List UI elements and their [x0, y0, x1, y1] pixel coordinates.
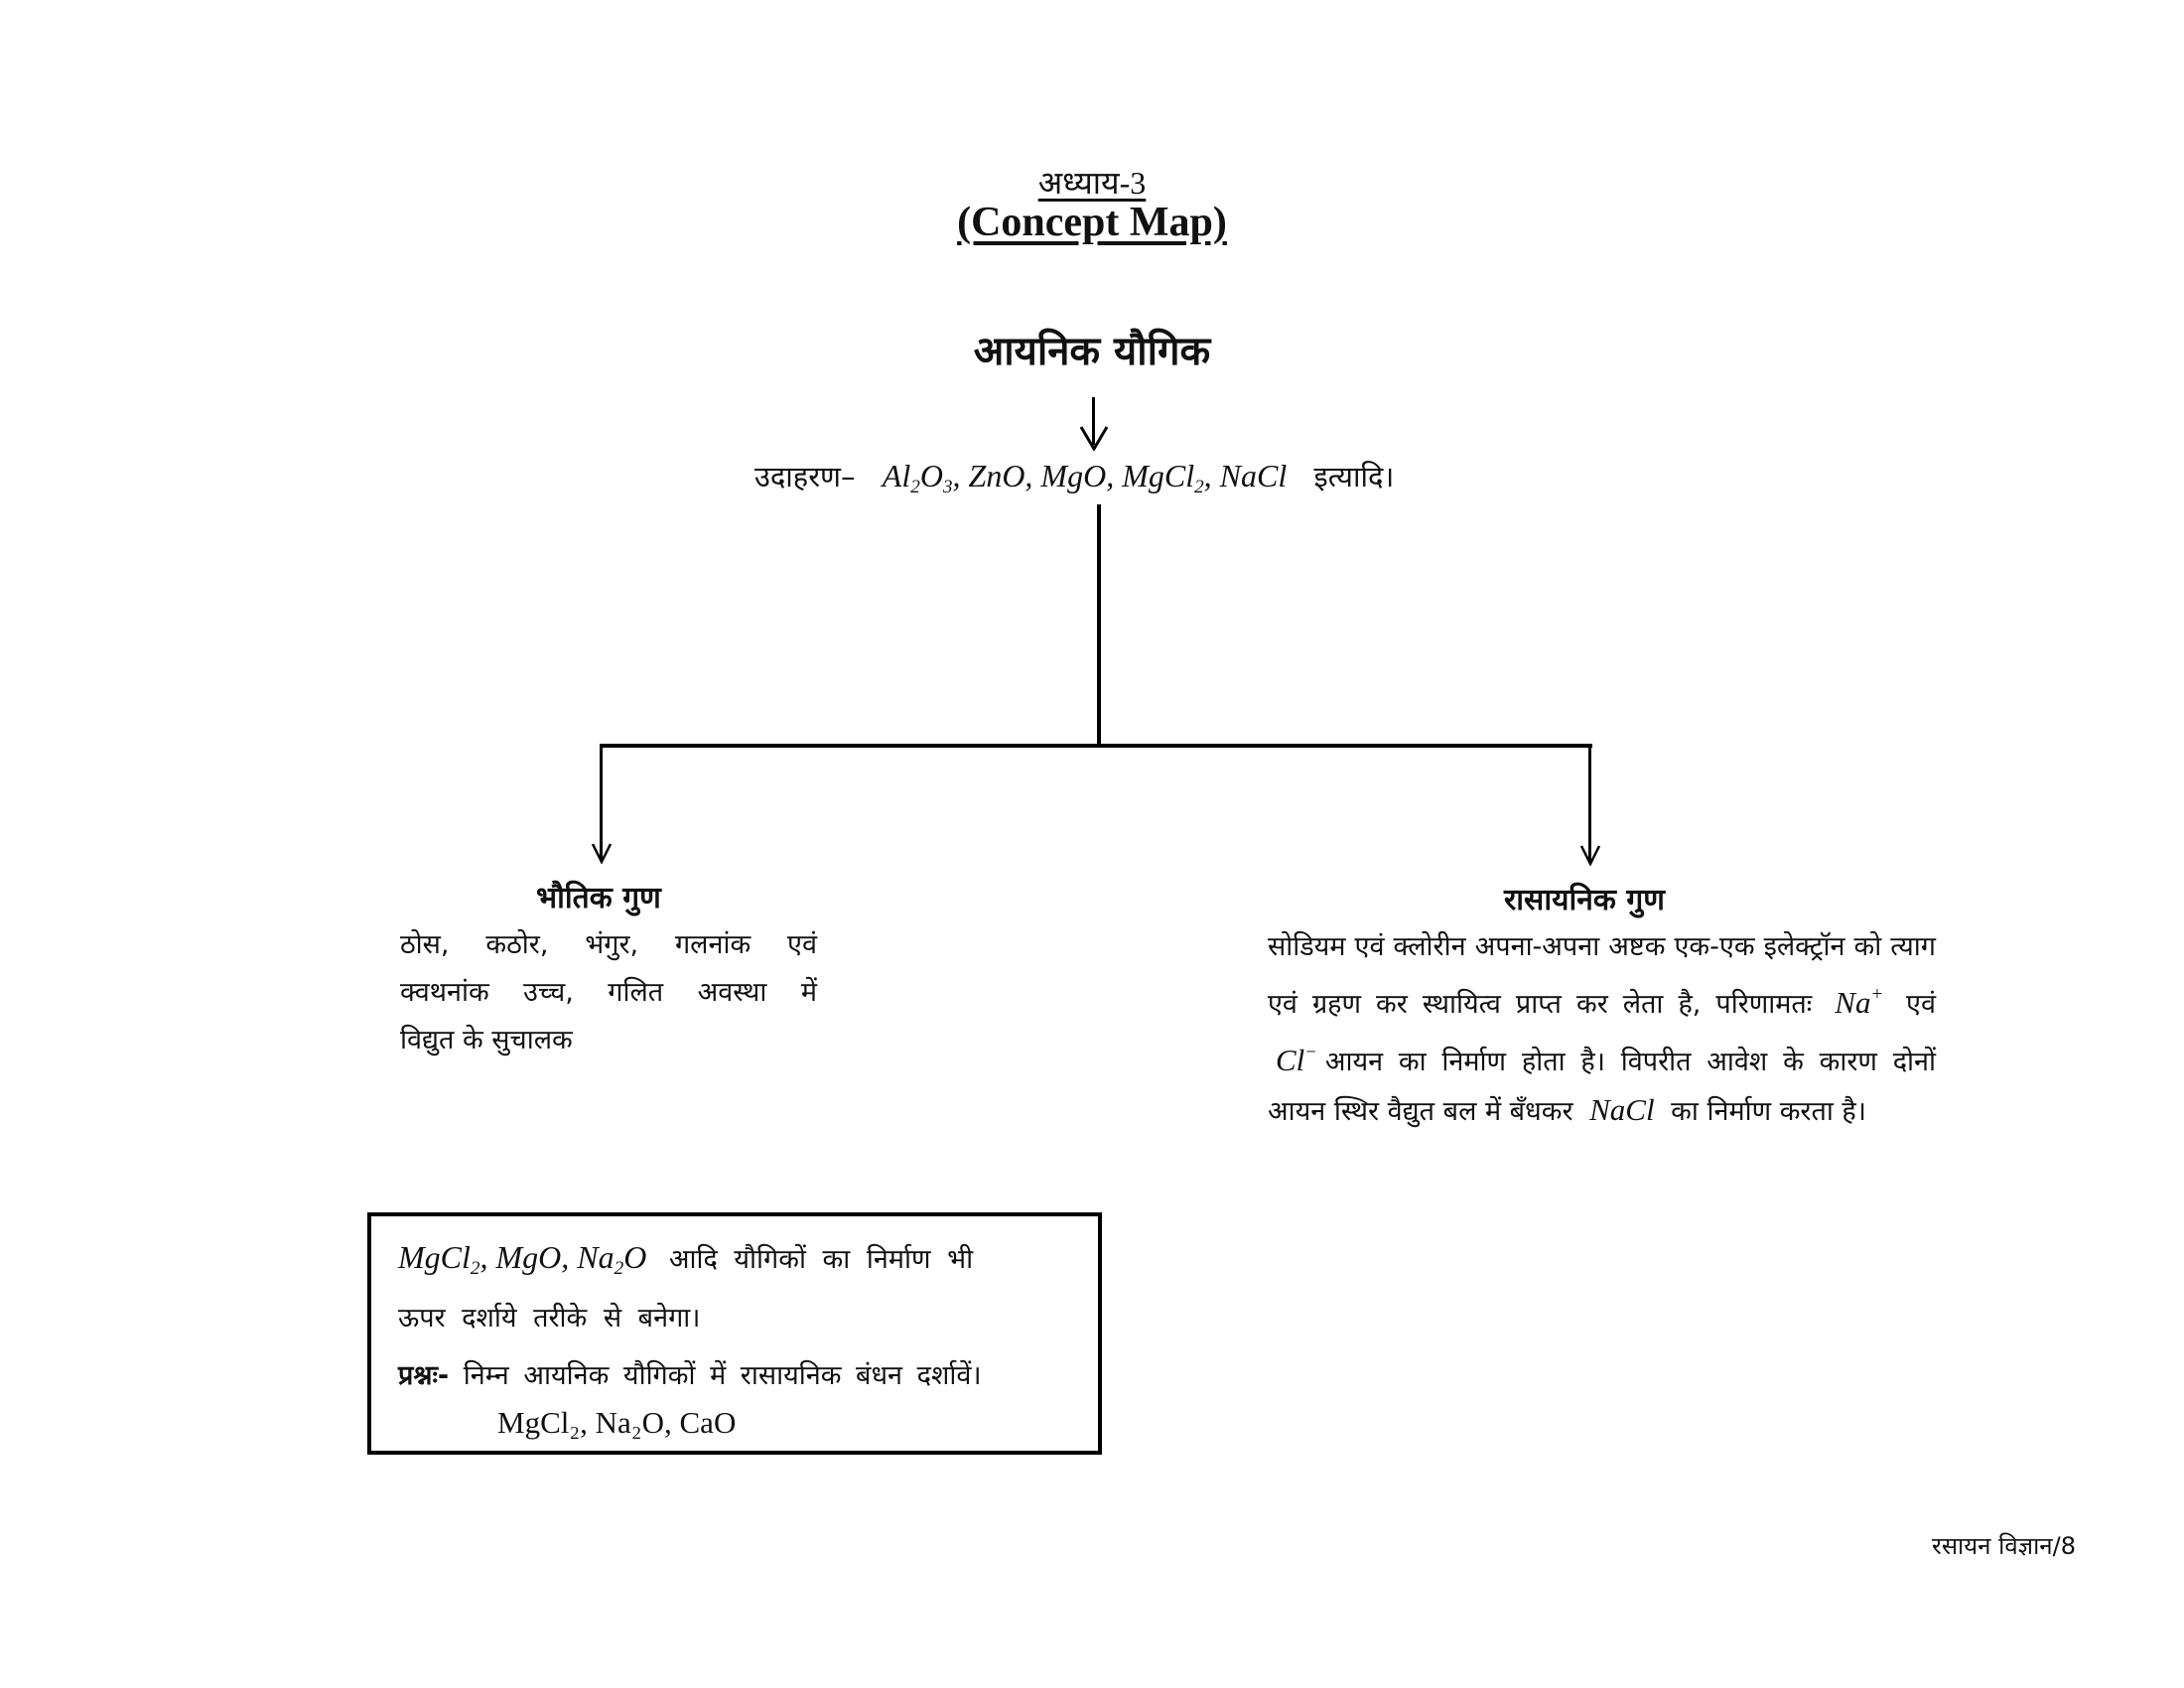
formula-mgcl2-subscript: 2: [470, 1257, 480, 1279]
sodium-ion-symbol: Na: [1835, 985, 1871, 1021]
example-formulas: Al2O3, ZnO, MgO, MgCl2, NaCl: [882, 458, 1288, 497]
root-node-title: आयनिक यौगिक: [973, 329, 1211, 374]
page-title: (Concept Map): [0, 199, 2184, 246]
chemical-text-part-3: का निर्माण करता है।: [1671, 1096, 1867, 1128]
examples-line: उदाहरण– Al2O3, ZnO, MgO, MgCl2, NaCl इत्…: [754, 457, 1394, 498]
note-line-1-text: आदि यौगिकों का निर्माण भी: [668, 1244, 974, 1275]
chemical-properties-title: रासायनिक गुण: [1504, 883, 1665, 917]
chloride-ion-symbol: Cl: [1276, 1043, 1305, 1078]
question-text: निम्न आयनिक यौगिकों में रासायनिक बंधन दर…: [463, 1359, 982, 1391]
chloride-ion-charge: −: [1304, 1042, 1317, 1063]
formula-na2o-subscript: 2: [614, 1257, 624, 1279]
page-number: 8: [2060, 1532, 2076, 1560]
chloride-ion: Cl−: [1276, 1042, 1317, 1078]
concept-map-title: (Concept Map): [957, 200, 1227, 245]
sodium-ion-charge: +: [1870, 984, 1884, 1005]
chapter-number: अध्याय-3: [1037, 165, 1147, 201]
question-line: प्रश्नः- निम्न आयनिक यौगिकों में रासायनि…: [398, 1351, 1074, 1401]
sodium-chloride-formula: NaCl: [1589, 1092, 1655, 1128]
branch-horizontal-line: [600, 744, 1592, 748]
chemical-connector: एवं: [1906, 989, 1936, 1021]
physical-line-1: ठोस, कठोर, भंगुर, गलनांक एवं: [400, 929, 817, 960]
left-branch-line: [600, 744, 603, 861]
physical-line-2: क्वथनांक उच्च, गलित अवस्था में: [400, 977, 817, 1008]
examples-label: उदाहरण–: [754, 460, 856, 493]
note-formulas: MgCl2, MgO, Na2O: [398, 1239, 647, 1279]
sodium-ion: Na+: [1835, 984, 1884, 1021]
arrow-down-icon: [591, 843, 613, 864]
physical-properties-title: भौतिक गुण: [536, 881, 661, 915]
chapter-heading: अध्याय-3: [0, 161, 2184, 204]
formula-na2o: Na: [577, 1239, 614, 1275]
page-footer: रसायन विज्ञान/8: [1932, 1529, 2076, 1562]
arrow-down-icon: [1079, 426, 1109, 451]
footer-separator: /: [2052, 1532, 2061, 1560]
chemical-properties-text: सोडियम एवं क्लोरीन अपना-अपना अष्टक एक-एक…: [1268, 923, 1936, 1136]
right-branch-line: [1588, 744, 1591, 863]
formula-mgo: MgO: [495, 1239, 562, 1275]
trunk-line: [1097, 504, 1101, 748]
note-line-1: MgCl2, MgO, Na2O आदि यौगिकों का निर्माण …: [398, 1232, 1074, 1294]
question-label: प्रश्नः-: [398, 1359, 450, 1391]
physical-line-3: विद्युत के सुचालक: [400, 1025, 573, 1055]
note-box: MgCl2, MgO, Na2O आदि यौगिकों का निर्माण …: [367, 1212, 1102, 1455]
chemical-text-part-2: आयन का निर्माण होता है। विपरीत आवेश के क…: [1268, 1047, 1936, 1128]
question-formulas: MgCl₂, Na₂O, CaO: [497, 1404, 737, 1440]
formula-mgcl2: MgCl: [398, 1239, 471, 1275]
chemical-text-part-1: सोडियम एवं क्लोरीन अपना-अपना अष्टक एक-एक…: [1268, 931, 1936, 1021]
root-arrow-shaft: [1092, 397, 1095, 445]
physical-properties-text: ठोस, कठोर, भंगुर, गलनांक एवं क्वथनांक उच…: [400, 921, 817, 1064]
arrow-down-icon: [1579, 845, 1601, 866]
note-line-2: ऊपर दर्शाये तरीके से बनेगा।: [398, 1302, 701, 1334]
footer-subject: रसायन विज्ञान: [1932, 1532, 2053, 1560]
formula-na2o-end: O: [623, 1239, 647, 1275]
examples-suffix: इत्यादि।: [1313, 460, 1395, 493]
